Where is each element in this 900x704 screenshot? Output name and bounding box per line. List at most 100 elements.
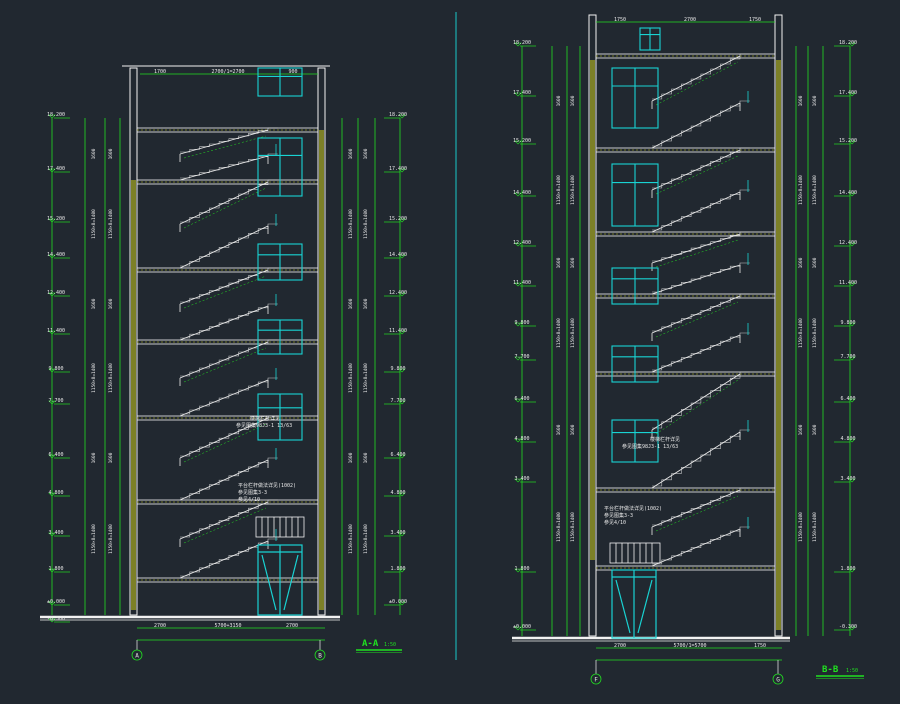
- svg-text:1750: 1750: [749, 17, 761, 23]
- elevation-label: 12.400: [389, 290, 407, 296]
- window-frame: [611, 267, 659, 305]
- right-bottom-dims: 2700 5700/1=5700 1750: [596, 643, 782, 661]
- svg-text:1600: 1600: [556, 95, 562, 106]
- elevation-mark: ±0.000: [384, 599, 407, 606]
- elevation-mark: 9.800: [384, 366, 406, 373]
- left-top-dim-label: 2700/1=2700: [211, 69, 244, 75]
- elevation-mark: 6.400: [514, 396, 536, 403]
- elevation-label: 15.200: [839, 138, 857, 144]
- elevation-mark: 15.200: [834, 138, 857, 145]
- b-left-wall: [588, 14, 597, 637]
- elevation-label: 3.400: [514, 476, 529, 482]
- svg-text:1150×8=1400: 1150×8=1400: [363, 524, 369, 554]
- left-note-1-line1: 楼梯栏杆详见: [250, 415, 280, 422]
- elevation-label: 9.800: [390, 366, 405, 372]
- elevation-mark: 1.800: [834, 566, 856, 573]
- elevation-mark: 14.400: [384, 252, 407, 259]
- left-note-2-line2: 参见图集3-3: [238, 489, 267, 496]
- svg-text:1150×8=1400: 1150×8=1400: [108, 524, 114, 554]
- svg-text:1600: 1600: [556, 424, 562, 435]
- right-axis-label-f: F: [594, 677, 598, 684]
- elevation-mark: 6.400: [384, 452, 406, 459]
- elevation-mark: 12.400: [513, 240, 536, 247]
- elevation-mark: 18.200: [47, 112, 70, 119]
- elevation-label: 9.800: [840, 320, 855, 326]
- left-axis-bubble-a: [131, 649, 143, 661]
- stair-flight: [179, 499, 278, 579]
- elevation-mark: 1.800: [48, 566, 70, 573]
- elevation-mark: 17.400: [513, 90, 536, 97]
- svg-text:1600: 1600: [348, 298, 354, 309]
- elevation-label: 18.200: [513, 40, 531, 46]
- window-frame: [611, 67, 659, 129]
- elevation-mark: 14.400: [513, 190, 536, 197]
- elevation-mark: 3.400: [48, 530, 70, 537]
- elevation-label: 14.400: [389, 252, 407, 258]
- elevation-mark: 15.200: [47, 216, 70, 223]
- elevation-label: 15.200: [513, 138, 531, 144]
- elevation-mark: 3.400: [384, 530, 406, 537]
- svg-text:1150×8=1400: 1150×8=1400: [363, 363, 369, 393]
- right-balcony-railing: [609, 542, 661, 564]
- right-axis-bubble-g: [772, 673, 784, 685]
- elevation-label: 1.800: [48, 566, 63, 572]
- elevation-label: 1.800: [840, 566, 855, 572]
- elevation-mark: -0.300: [834, 624, 857, 631]
- right-dim-chains: [341, 118, 401, 615]
- svg-text:1150×8=1400: 1150×8=1400: [108, 363, 114, 393]
- right-stair-flights: [651, 53, 750, 567]
- stair-flight: [651, 487, 750, 567]
- elevation-mark: 11.400: [47, 328, 70, 335]
- elevation-label: 18.200: [389, 112, 407, 118]
- right-section-title: B-B: [822, 665, 839, 675]
- elevation-label: 7.700: [840, 354, 855, 360]
- svg-text:1150×8=1400: 1150×8=1400: [570, 512, 576, 542]
- elevation-mark: 11.400: [384, 328, 407, 335]
- svg-text:1600: 1600: [812, 95, 818, 106]
- left-note-2-line1: 平台栏杆做法详见(1002): [238, 482, 296, 489]
- left-floor-slabs: 1600 1600 1600 1600 1150×8=1400 1150×8=1400 11…: [91, 127, 369, 583]
- b-right-wall: [774, 14, 783, 637]
- left-bottom-dims: 2700 2700 5700+3150: [137, 623, 325, 641]
- elevation-mark: 9.800: [834, 320, 856, 327]
- window-frame: [639, 27, 661, 51]
- right-axis-bubble-f: [590, 673, 602, 685]
- stair-flight: [179, 127, 278, 181]
- elevation-label: ±0.000: [47, 599, 65, 605]
- svg-text:1150×8=1400: 1150×8=1400: [812, 318, 818, 348]
- window-frame: [611, 163, 659, 227]
- right-wall-hatch: [319, 130, 324, 610]
- left-axis-label-b: B: [318, 653, 322, 660]
- elevation-mark: 11.400: [513, 280, 536, 287]
- elevation-label: 17.400: [389, 166, 407, 172]
- elevation-label: 18.200: [47, 112, 65, 118]
- svg-text:1150×8=1400: 1150×8=1400: [348, 524, 354, 554]
- elevation-label: 6.400: [390, 452, 405, 458]
- elevation-mark: 7.700: [48, 398, 70, 405]
- elevation-mark: 15.200: [384, 216, 407, 223]
- svg-text:1600: 1600: [348, 148, 354, 159]
- elevation-label: 9.800: [48, 366, 63, 372]
- elevation-label: 1.800: [514, 566, 529, 572]
- svg-text:900: 900: [288, 69, 297, 75]
- left-section-elevation-marks-right: 18.200 17.400 15.200 14.400 12.400 11.400 9.80…: [384, 112, 407, 606]
- elevation-label: 4.800: [390, 490, 405, 496]
- elevation-label: 3.400: [390, 530, 405, 536]
- svg-text:1600: 1600: [108, 148, 114, 159]
- elevation-mark: -0.300: [47, 616, 70, 623]
- svg-text:1600: 1600: [570, 257, 576, 268]
- svg-text:1600: 1600: [363, 452, 369, 463]
- right-entry-door: [611, 569, 657, 639]
- b-right-wall-hatch: [776, 60, 781, 630]
- elevation-mark: 9.800: [514, 320, 536, 327]
- elevation-label: 7.700: [48, 398, 63, 404]
- stair-flight: [651, 147, 750, 233]
- elevation-mark: 12.400: [47, 290, 70, 297]
- elevation-mark: 17.400: [384, 166, 407, 173]
- left-section-elevation-marks-left: 18.20017.40015.20014.40012.40011.4009.80…: [47, 112, 70, 623]
- right-bottom-dim-3: 1750: [754, 643, 766, 649]
- left-note-2-line3: 参见4/10: [238, 496, 260, 503]
